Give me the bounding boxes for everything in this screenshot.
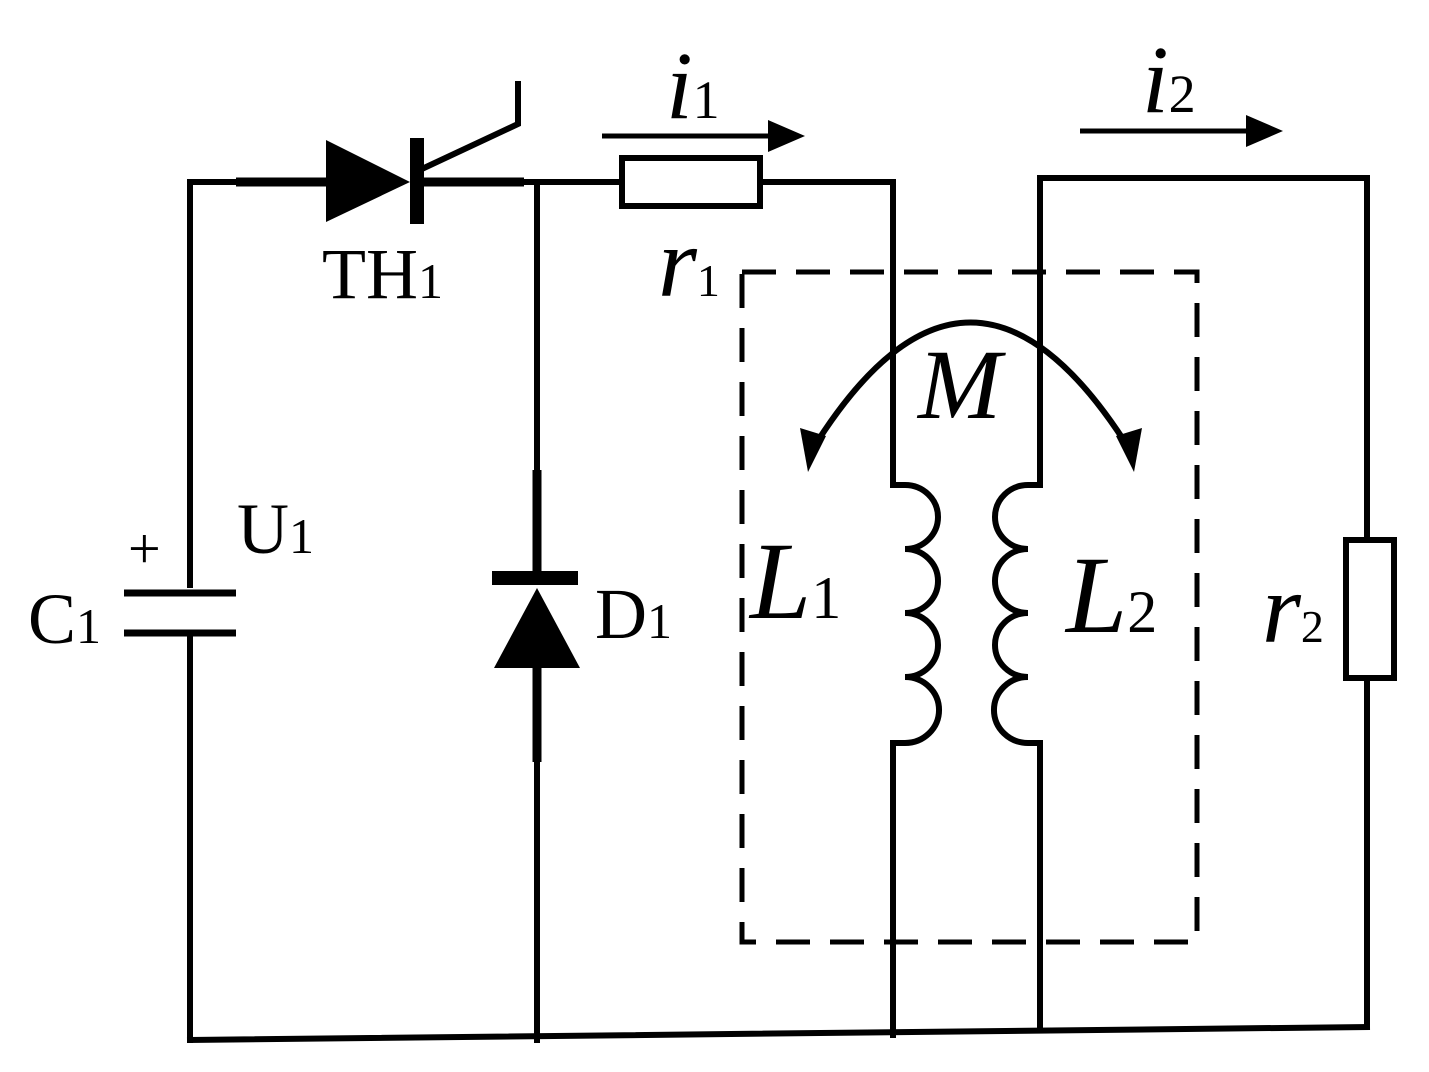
label-mutual-m: M [916,329,1006,440]
label-l1: L1 [748,520,841,642]
mutual-arrow-left [800,428,826,472]
wire-r1-to-l1 [757,179,896,488]
mutual-arrow-right [1116,428,1142,472]
label-th1: TH1 [322,234,443,314]
wire-l2-top [1037,175,1370,543]
resistor-r1 [619,155,763,209]
label-i2: i2 [1142,26,1196,133]
label-u1: U1 [237,489,314,569]
label-i1: i1 [666,32,720,139]
inductor-l2 [990,482,1043,746]
resistor-r2 [1343,537,1397,681]
label-r1: r1 [658,207,720,318]
inductor-l1 [890,482,943,746]
thyristor-th1 [236,81,524,224]
current-arrow-i1 [602,120,805,152]
label-c1: C1 [28,579,101,659]
capacitor-c1 [124,589,236,637]
mutual-inductance-arc [809,319,1133,452]
wire-bottom [186,1023,1371,1044]
transformer-boundary [739,269,1200,945]
current-arrow-i2 [1080,115,1283,147]
label-d1: D1 [595,574,672,654]
label-plus: + [128,516,161,581]
label-r2: r2 [1262,553,1324,664]
diode-d1 [492,470,580,762]
label-l2: L2 [1064,534,1157,656]
